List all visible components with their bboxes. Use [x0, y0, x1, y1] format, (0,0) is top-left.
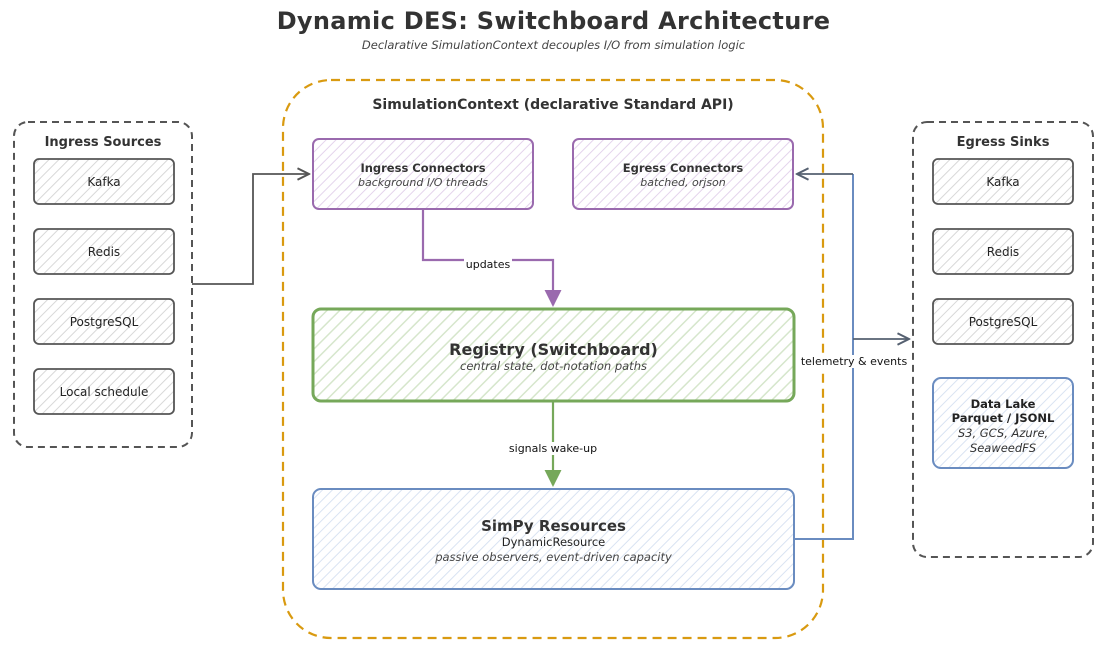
egress-connectors-box [572, 138, 794, 210]
egress-redis-label: Redis [986, 245, 1020, 259]
resources-telemetry-line [794, 174, 854, 540]
ingress-kafka-label: Kafka [87, 175, 121, 189]
diagram-title: Dynamic DES: Switchboard Architecture [276, 7, 831, 35]
egress-sinks-title: Egress Sinks [956, 135, 1050, 150]
ingress-kafka-box [33, 158, 175, 205]
registry-title: Registry (Switchboard) [449, 340, 658, 359]
egress-postgresql-box [932, 298, 1074, 345]
egress-kafka-label: Kafka [986, 175, 1020, 189]
ingress-connectors-title: Ingress Connectors [360, 161, 486, 175]
egress-data-lake-box [932, 377, 1074, 469]
egress-connectors-subtitle: batched, orjson [640, 176, 726, 189]
simpy-resources-subtitle: passive observers, event-driven capacity [435, 550, 672, 564]
simpy-resources-title: SimPy Resources [481, 517, 626, 535]
egress-postgresql-label: PostgreSQL [968, 315, 1038, 329]
ingress-redis-box [33, 228, 175, 275]
ingress-postgresql-box [33, 298, 175, 345]
ingress-to-connectors-arrow [192, 174, 309, 285]
ingress-sources-title: Ingress Sources [44, 135, 162, 150]
egress-redis-box [932, 228, 1074, 275]
data-lake-targets: S3, GCS, Azure, [957, 426, 1049, 440]
simpy-resources-class: DynamicResource [501, 535, 606, 549]
diagram-subtitle: Declarative SimulationContext decouples … [361, 38, 746, 52]
telemetry-edge-label: telemetry & events [798, 355, 910, 368]
ingress-postgresql-label: PostgreSQL [69, 315, 139, 329]
ingress-local-schedule-box [33, 368, 175, 415]
data-lake-title: Data Lake [970, 397, 1036, 411]
ingress-local-schedule-label: Local schedule [59, 385, 149, 399]
ingress-redis-label: Redis [87, 245, 121, 259]
simulation-context-title: SimulationContext (declarative Standard … [372, 97, 734, 113]
data-lake-targets-2: SeaweedFS [969, 441, 1037, 455]
registry-subtitle: central state, dot-notation paths [460, 359, 647, 373]
egress-kafka-box [932, 158, 1074, 205]
ingress-connectors-subtitle: background I/O threads [358, 176, 488, 189]
signals-edge-label: signals wake-up [506, 442, 600, 455]
egress-connectors-title: Egress Connectors [622, 161, 744, 175]
updates-edge-label: updates [463, 258, 513, 271]
data-lake-format: Parquet / JSONL [951, 411, 1055, 425]
